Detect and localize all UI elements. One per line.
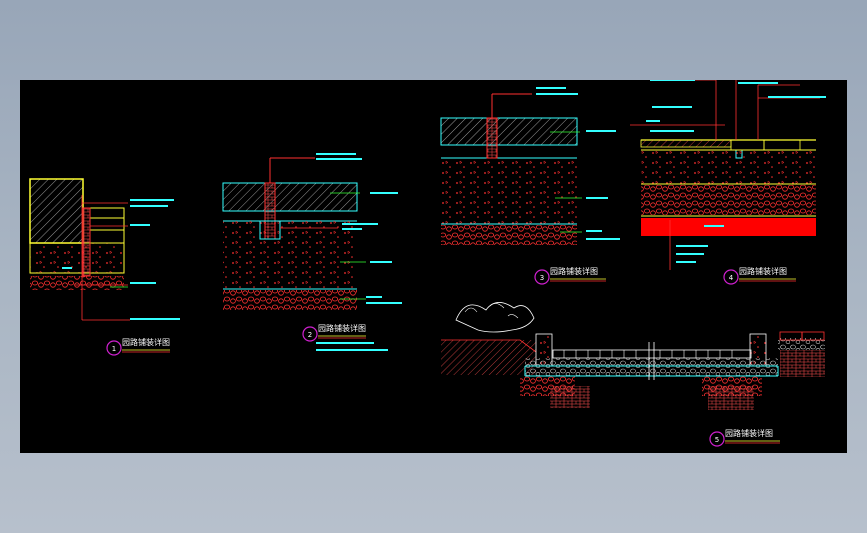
detail-1-title: 园路铺装详图 <box>122 337 170 347</box>
detail-4-number: 4 <box>729 274 734 282</box>
detail-5-number: 5 <box>715 436 719 444</box>
detail-3-number: 3 <box>540 274 544 282</box>
detail-2: 2 园路铺装详图 <box>222 153 402 351</box>
detail-3: 3 园路铺装详图 <box>440 87 620 285</box>
detail-1-title-marker[interactable]: 1 园路铺装详图 <box>106 337 170 356</box>
detail-1-number: 1 <box>112 345 116 353</box>
detail-3-title-marker[interactable]: 3 园路铺装详图 <box>534 266 606 285</box>
detail-5-title: 园路铺装详图 <box>725 428 773 438</box>
detail-1: 1 园路铺装详图 <box>29 178 180 356</box>
detail-5: 5 园路铺装详图 <box>441 302 825 447</box>
detail-4-title: 园路铺装详图 <box>739 266 787 276</box>
drawing-canvas[interactable]: 1 园路铺装详图 <box>20 79 847 453</box>
detail-4-title-marker[interactable]: 4 园路铺装详图 <box>723 266 796 285</box>
drawing-svg: 1 园路铺装详图 <box>29 79 826 447</box>
detail-3-title: 园路铺装详图 <box>550 266 598 276</box>
detail-4-concrete-band <box>641 218 816 236</box>
detail-2-title-marker[interactable]: 2 园路铺装详图 <box>302 323 388 351</box>
detail-5-title-marker[interactable]: 5 园路铺装详图 <box>709 428 780 447</box>
detail-2-number: 2 <box>308 331 312 339</box>
detail-2-title: 园路铺装详图 <box>318 323 366 333</box>
detail-4: 4 园路铺装详图 <box>630 79 826 285</box>
